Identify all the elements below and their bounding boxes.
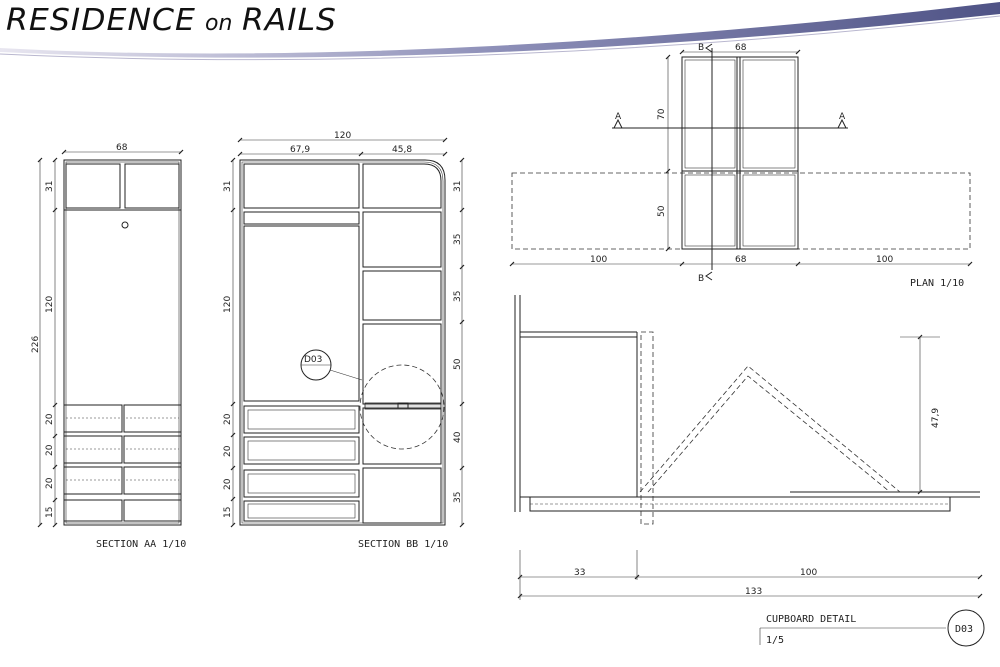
title-rails: RAILS — [242, 3, 337, 38]
header-swoosh — [0, 2, 1000, 58]
dim-plan-right: 100 — [876, 255, 893, 265]
dim-plan-width-bottom: 68 — [735, 255, 747, 265]
dim-aa-ticks — [52, 157, 58, 528]
dim-bb-total-width: 120 — [334, 131, 351, 141]
caption-detail-scale: 1/5 — [766, 635, 784, 646]
dim-bb-left-ticks — [230, 157, 236, 528]
dim-detail-right: 100 — [800, 568, 817, 578]
header-swoosh-line — [0, 15, 1000, 61]
detail-door-swing — [639, 365, 901, 493]
detail-ref-label: D03 — [304, 355, 322, 365]
cabinet-bb-hanging — [243, 225, 360, 402]
cabinet-bb-outline — [239, 159, 446, 526]
cabinet-aa-top-left — [65, 163, 121, 209]
dim-aa-total-height: 226 — [31, 336, 41, 353]
section-bb: D03 120 67,9 45,8 31 120 20 20 20 15 — [223, 131, 465, 550]
dim-bb-right-h5: 40 — [453, 431, 463, 443]
plan-rail-extent — [511, 172, 971, 250]
caption-plan: PLAN 1/10 — [910, 278, 964, 289]
dim-bb-width-right: 45,8 — [392, 145, 412, 155]
dim-aa-h2: 120 — [45, 296, 55, 313]
detail-badge-label: D03 — [955, 624, 973, 635]
detail-badge — [947, 609, 985, 647]
marker-a-right: A — [839, 112, 846, 122]
marker-a-left: A — [615, 112, 622, 122]
dim-bb-left-h2: 120 — [223, 296, 233, 313]
dim-aa-width: 68 — [116, 143, 128, 153]
dim-aa-h3: 20 — [45, 413, 55, 425]
dim-plan-depth-top: 70 — [657, 108, 667, 120]
dim-bb-left-h6: 15 — [223, 507, 233, 518]
dim-bb-right-h4: 50 — [453, 358, 463, 370]
detail-circle-d03 — [359, 364, 445, 450]
dim-bb-right-h6: 35 — [453, 492, 463, 503]
caption-section-bb: SECTION BB 1/10 — [358, 539, 448, 550]
dim-aa-h1: 31 — [45, 181, 55, 192]
dim-detail-height: 47,9 — [931, 408, 941, 428]
dim-bb-left-h3: 20 — [223, 413, 233, 425]
caption-section-aa: SECTION AA 1/10 — [96, 539, 186, 550]
detail-rail-post — [640, 331, 654, 525]
dim-bb-right-h2: 35 — [453, 234, 463, 245]
plan-view: A A B B 68 70 50 100 68 100 PLAN 1/10 — [509, 43, 973, 289]
cupboard-detail: 47,9 33 100 133 CUPBOARD DETAIL 1/5 D03 — [514, 295, 985, 647]
dim-detail-left: 33 — [574, 568, 585, 578]
dim-bb-left-h1: 31 — [223, 181, 233, 192]
dim-bb-right-h3: 35 — [453, 291, 463, 302]
dim-aa-h4: 20 — [45, 444, 55, 456]
section-aa: 68 226 31 120 20 20 20 15 SECTION AA 1/1… — [31, 143, 186, 550]
cabinet-aa-drawers — [63, 404, 182, 522]
dim-bb-right-ticks — [459, 157, 465, 528]
dim-aa-h6: 15 — [45, 507, 55, 518]
dim-bb-left-h4: 20 — [223, 445, 233, 457]
caption-cupboard-detail: CUPBOARD DETAIL — [766, 614, 856, 625]
title-on: on — [205, 11, 232, 36]
dim-bb-right-h1: 31 — [453, 181, 463, 192]
dim-plan-width-top: 68 — [735, 43, 747, 53]
dim-detail-total: 133 — [745, 587, 762, 597]
marker-b-top: B — [698, 43, 704, 53]
cabinet-aa-top-right — [124, 163, 180, 209]
dim-plan-left: 100 — [590, 255, 607, 265]
dim-bb-width-left: 67,9 — [290, 145, 310, 155]
dim-bb-left-h5: 20 — [223, 478, 233, 490]
dim-plan-depth-mid: 50 — [657, 205, 667, 217]
cabinet-aa-outline — [63, 159, 182, 526]
cabinet-aa-handle — [121, 221, 129, 229]
cabinet-bb-top-left — [243, 163, 360, 209]
title-residence: RESIDENCE — [6, 3, 196, 38]
dim-aa-h5: 20 — [45, 477, 55, 489]
header: RESIDENCE on RAILS — [0, 2, 1000, 61]
marker-b-bottom: B — [698, 274, 704, 284]
